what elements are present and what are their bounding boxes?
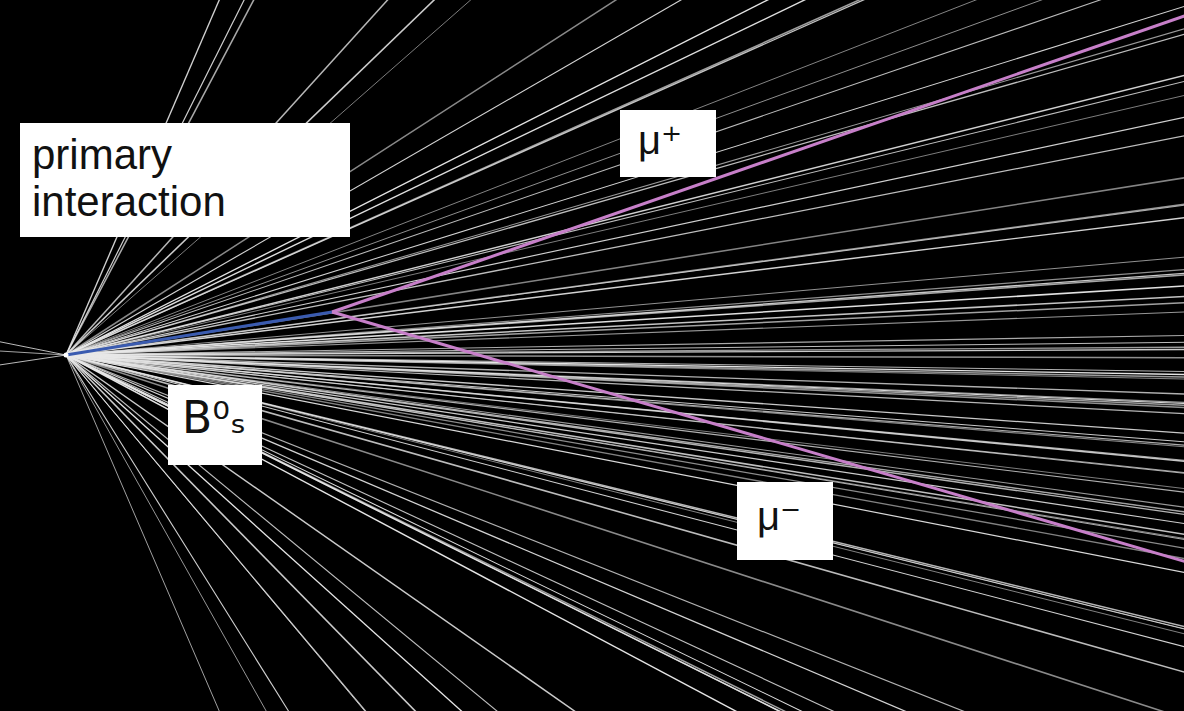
label-box: μ⁻ <box>737 482 833 560</box>
particle-track <box>66 355 1184 479</box>
particle-track <box>66 355 1184 711</box>
primary-vertex <box>64 353 69 358</box>
particle-track <box>66 355 1184 711</box>
particle-track <box>66 355 1184 711</box>
particle-label: μ⁺ <box>638 118 698 163</box>
particle-track <box>66 355 1184 711</box>
particle-label: μ⁻ <box>757 494 813 539</box>
particle-track <box>0 343 66 355</box>
particle-track <box>66 355 1184 711</box>
particle-track <box>0 355 66 385</box>
particle-track <box>66 355 1184 660</box>
particle-track <box>66 355 1184 545</box>
particle-track <box>66 355 1184 571</box>
muon-plus-track <box>332 14 1184 312</box>
box-label: primary interaction <box>32 131 338 225</box>
particle-label: B⁰ₛ <box>182 393 248 442</box>
particle-track <box>66 355 1184 711</box>
muon-minus-track <box>332 312 1184 563</box>
particle-track <box>66 355 1184 593</box>
particle-track <box>66 355 914 711</box>
particle-track <box>66 355 1184 711</box>
particle-track <box>66 355 1096 711</box>
particle-track <box>66 271 1184 355</box>
label-box: μ⁺ <box>620 110 716 177</box>
bs-flight-path <box>66 312 332 355</box>
label-box: primary interaction <box>20 123 350 237</box>
particle-track <box>66 280 1184 355</box>
particle-track <box>66 355 1184 581</box>
particle-track <box>66 355 1184 578</box>
particle-track <box>66 355 1184 522</box>
particle-track <box>66 355 1184 711</box>
particle-track <box>66 355 699 711</box>
particle-track <box>66 355 1184 506</box>
particle-track <box>66 327 1184 355</box>
label-box: B⁰ₛ <box>168 385 262 465</box>
particle-track <box>66 355 1184 711</box>
particle-track <box>66 355 1094 711</box>
particle-track <box>66 355 1184 467</box>
particle-track <box>66 355 1184 608</box>
particle-track <box>0 315 66 355</box>
